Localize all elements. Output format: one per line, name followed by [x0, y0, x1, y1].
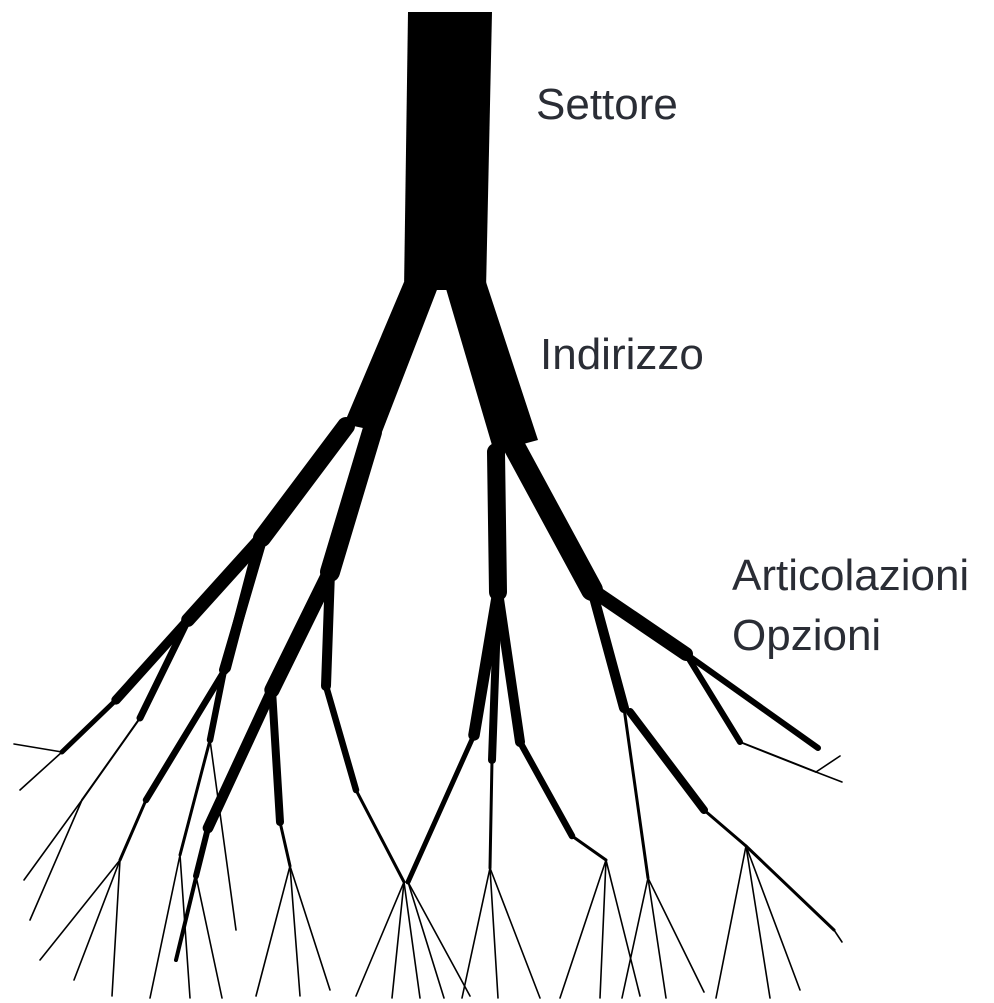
twig: [816, 772, 842, 782]
twig: [180, 855, 190, 998]
twig: [290, 866, 330, 990]
sub-branch: [630, 712, 704, 810]
twig: [746, 846, 770, 998]
sub-branch: [520, 742, 572, 836]
twig: [408, 882, 444, 998]
sub-branch: [498, 592, 520, 742]
twig: [196, 876, 222, 998]
branch: [496, 452, 498, 592]
main-branch-left: [344, 282, 440, 432]
branch: [408, 735, 474, 882]
sub-branch: [82, 718, 140, 800]
sub-branch: [272, 690, 280, 822]
sub-branch: [326, 572, 330, 686]
main-branch-right: [444, 282, 538, 452]
twig: [600, 860, 606, 998]
trunk: [404, 12, 492, 290]
twig: [290, 866, 300, 996]
sub-branch: [326, 686, 356, 790]
twig: [256, 866, 290, 996]
twig: [816, 756, 840, 772]
label-indirizzo: Indirizzo: [540, 328, 704, 382]
twig: [74, 860, 120, 980]
twig: [560, 860, 606, 998]
sub-branch: [490, 760, 492, 868]
sub-branch: [356, 790, 404, 882]
twig: [716, 846, 746, 998]
branch: [262, 426, 346, 538]
twig: [40, 860, 120, 960]
sub-branch: [280, 822, 290, 866]
sub-branch: [120, 800, 146, 860]
sub-branch: [704, 810, 746, 846]
twig: [834, 930, 842, 942]
label-articolazioni: Articolazioni: [732, 549, 969, 603]
twig: [462, 868, 490, 998]
branch: [514, 446, 592, 590]
twig: [746, 846, 800, 990]
twig: [606, 860, 640, 996]
sub-branch: [686, 654, 740, 742]
twig: [112, 860, 120, 996]
branch: [686, 654, 818, 748]
sub-branch: [572, 836, 606, 860]
twig: [392, 882, 404, 998]
twig: [150, 855, 180, 998]
label-opzioni: Opzioni: [732, 609, 881, 663]
label-settore: Settore: [536, 78, 678, 132]
twig: [20, 752, 62, 790]
sub-branch: [746, 846, 834, 930]
branch: [62, 700, 116, 752]
twig: [14, 744, 62, 752]
branch: [272, 572, 330, 690]
sub-branch: [740, 742, 816, 772]
twig: [356, 882, 404, 996]
